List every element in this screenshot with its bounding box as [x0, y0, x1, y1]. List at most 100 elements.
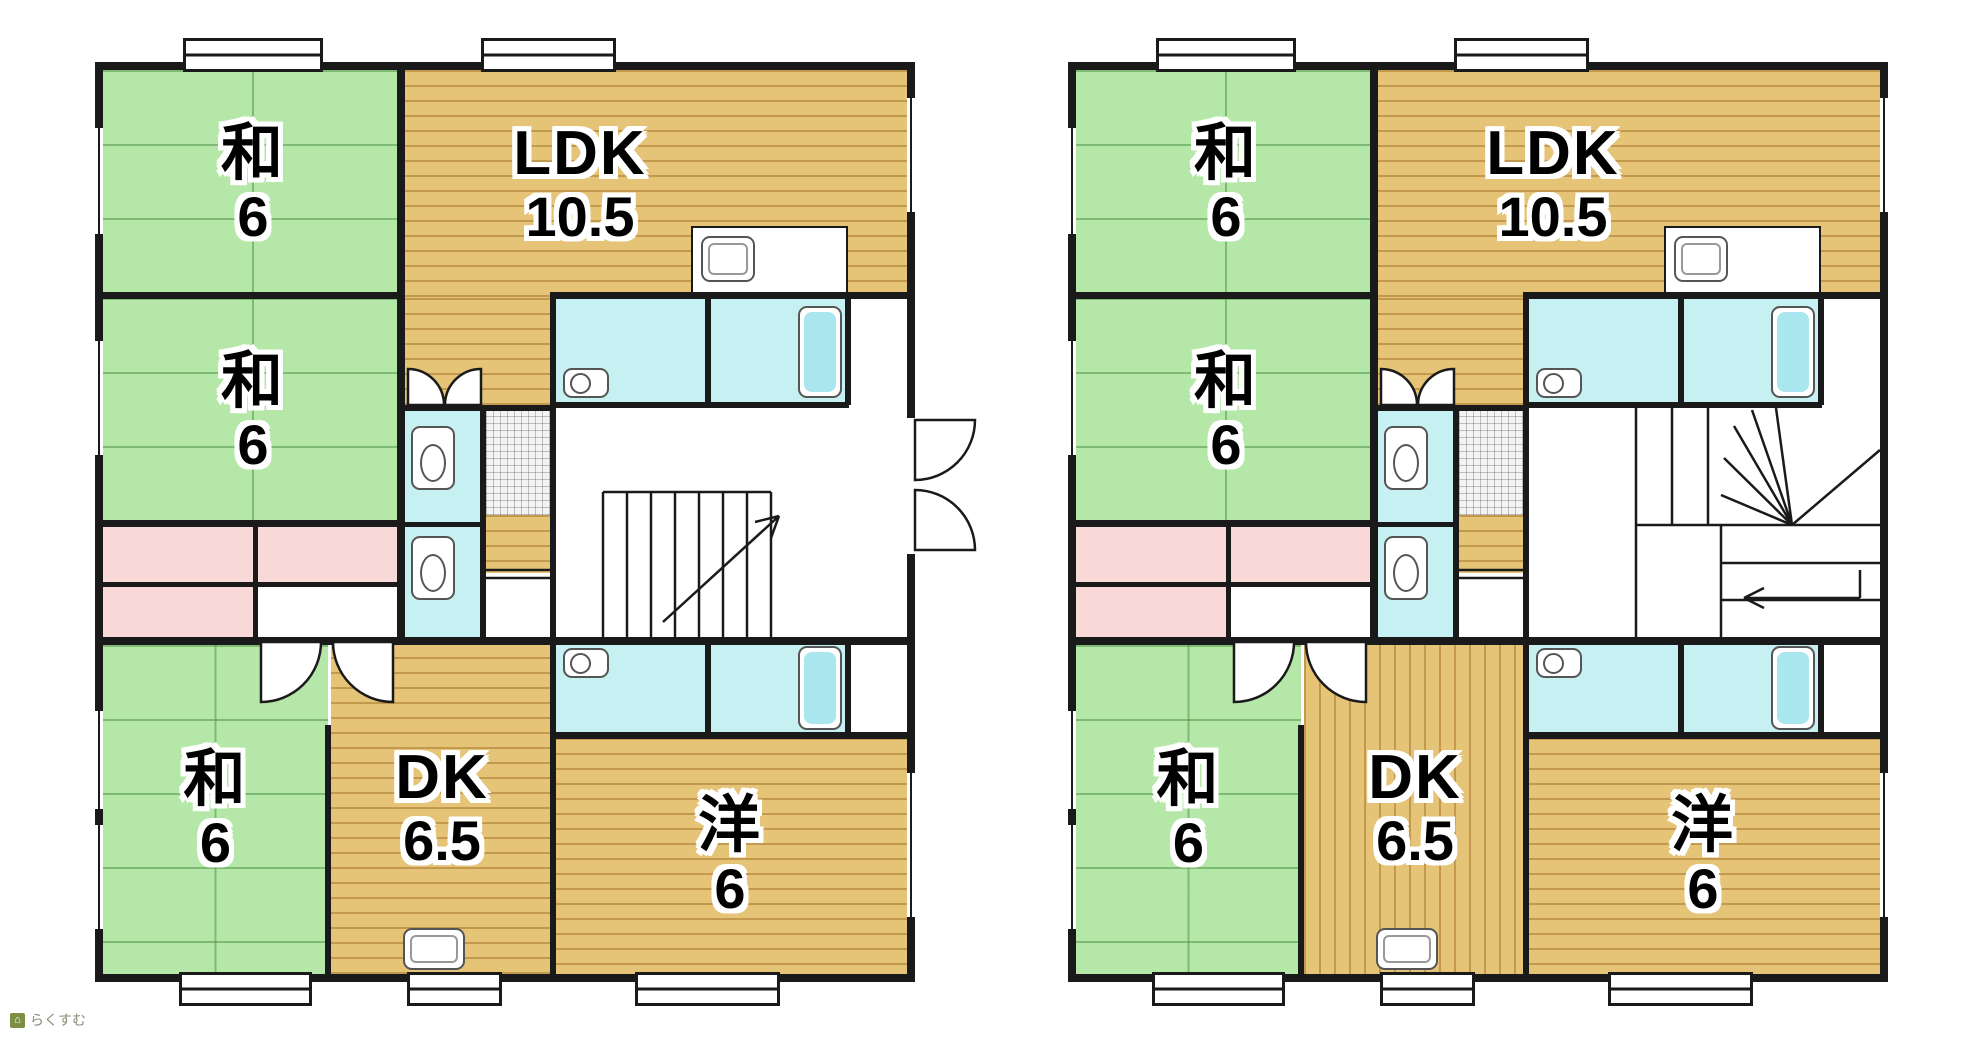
room-washitsu-bottom: 和 6: [103, 645, 328, 974]
window: [95, 822, 103, 932]
room-name-text: 和: [220, 119, 285, 189]
window: [907, 770, 915, 920]
room-size-text: 6: [1210, 185, 1242, 249]
wall: [1076, 637, 1880, 645]
room-size-text: 6.5: [403, 809, 481, 873]
room-name-text: 和: [1193, 119, 1258, 189]
wall: [550, 405, 556, 974]
toilet-icon: [1384, 536, 1428, 600]
site-logo: ⌂ らくすむ: [10, 1010, 86, 1030]
room-name-text: 和: [1156, 744, 1221, 814]
room-size-text: 6: [1210, 413, 1242, 477]
window: [1068, 822, 1076, 932]
stairs-arrow: [1743, 570, 1862, 610]
room-size-text: 6: [714, 857, 746, 921]
wall: [553, 732, 907, 739]
floor-plan-right: 和 6 和 6 LDK 10.5 和 6 DK 6.5: [1068, 38, 1888, 1006]
wall: [553, 402, 849, 408]
room-size-text: 6: [237, 413, 269, 477]
wall: [1678, 298, 1684, 405]
door-arc: [259, 640, 323, 704]
room-washitsu-top: 和 6: [103, 70, 403, 298]
room-washitsu-mid: 和 6: [1076, 298, 1376, 526]
wall: [705, 298, 711, 405]
room-size-text: 6.5: [1376, 809, 1454, 873]
room-size-text: 6: [1687, 857, 1719, 921]
room-name-text: 和: [1193, 347, 1258, 417]
room-label: DK 6.5: [331, 642, 553, 974]
wall: [845, 642, 851, 735]
room-size-text: 6: [237, 185, 269, 249]
entry-tile: [486, 410, 550, 515]
window: [183, 38, 323, 72]
window: [1608, 972, 1753, 1006]
wall: [1526, 732, 1880, 739]
window: [1880, 770, 1888, 920]
wall: [1376, 522, 1456, 527]
room-western: 洋 6: [1526, 738, 1880, 974]
wall: [1370, 70, 1378, 645]
wall: [1818, 642, 1824, 735]
room-name-text: 和: [220, 347, 285, 417]
bathtub-icon: [798, 646, 842, 730]
entrance-opening: [907, 418, 915, 554]
wall: [1298, 725, 1304, 974]
wall: [705, 642, 711, 735]
window: [481, 38, 616, 72]
wall: [103, 292, 403, 299]
window: [1454, 38, 1589, 72]
wall: [550, 292, 556, 410]
kitchen-sink-icon: [403, 928, 465, 970]
wall: [403, 522, 483, 527]
room-name-text: 洋: [1670, 791, 1735, 861]
wall: [103, 520, 403, 527]
window: [1380, 972, 1475, 1006]
room-label: 和 6: [1076, 70, 1376, 298]
wall: [397, 70, 405, 645]
closet-row-2: [1076, 587, 1228, 642]
kitchen-sink-icon: [1674, 236, 1728, 282]
room-name-text: LDK: [1486, 119, 1620, 189]
room-label: 和 6: [1076, 298, 1376, 526]
ldk-hall-strip: [1376, 298, 1526, 410]
wall: [103, 582, 403, 587]
room-size-text: 10.5: [1498, 185, 1608, 249]
window: [95, 125, 103, 237]
entrance-door-arc: [913, 418, 977, 482]
wall: [403, 405, 553, 411]
room-label: 和 6: [103, 298, 403, 526]
room-western: 洋 6: [553, 738, 907, 974]
room-size-text: 10.5: [525, 185, 635, 249]
room-label: 和 6: [103, 645, 328, 974]
door-arc: [331, 640, 395, 704]
stairs-winder-fan: [1720, 407, 1881, 527]
door-arc: [1416, 367, 1456, 407]
bathtub-icon: [1771, 646, 1815, 730]
room-label: 洋 6: [553, 738, 907, 974]
room-label: 和 6: [1076, 645, 1301, 974]
room-washitsu-mid: 和 6: [103, 298, 403, 526]
window: [907, 95, 915, 215]
toilet-icon: [411, 426, 455, 490]
entry-step: [1459, 515, 1523, 573]
window: [179, 972, 312, 1006]
logo-text: らくすむ: [30, 1012, 86, 1028]
room-name-text: 和: [183, 744, 248, 814]
stairs-straight: [601, 490, 773, 637]
door-arc: [443, 367, 483, 407]
kitchen-sink-icon: [701, 236, 755, 282]
wall: [1376, 405, 1526, 411]
room-label: LDK 10.5: [403, 70, 907, 298]
room-name-text: LDK: [513, 119, 647, 189]
wall: [480, 410, 486, 640]
room-washitsu-top: 和 6: [1076, 70, 1376, 298]
wall: [1678, 642, 1684, 735]
stairs-winder: [1634, 408, 1880, 637]
wall: [1076, 292, 1376, 299]
wall: [325, 725, 331, 974]
wall: [1453, 410, 1459, 640]
room-dk: DK 6.5: [331, 642, 553, 974]
doors-stairs-overlay: [1232, 367, 1881, 704]
logo-house-icon: ⌂: [10, 1012, 25, 1028]
toilet-icon: [1384, 426, 1428, 490]
